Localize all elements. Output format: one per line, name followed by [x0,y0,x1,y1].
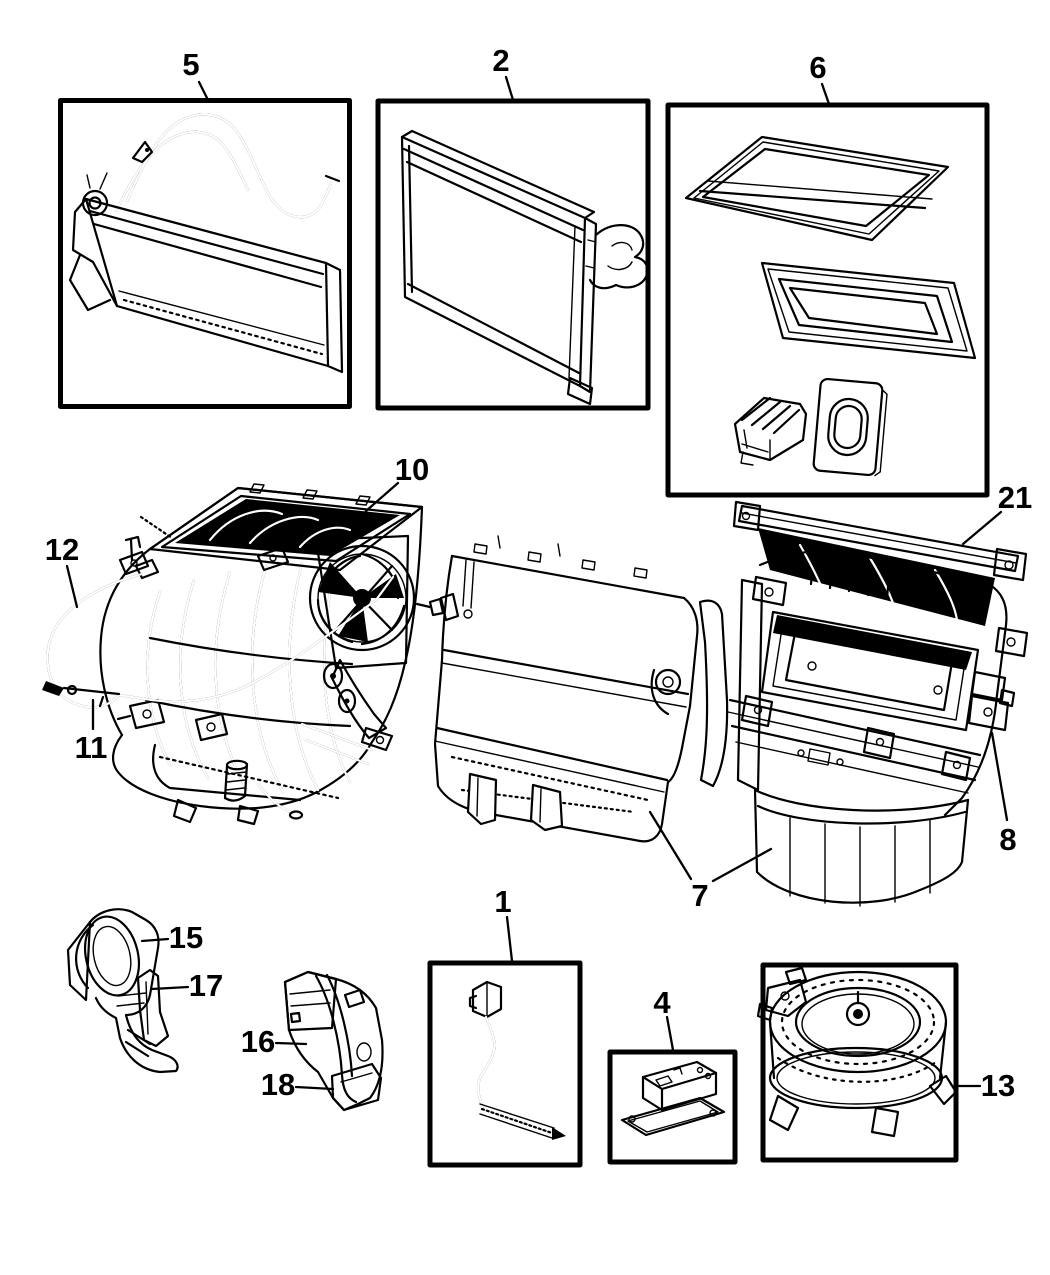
callout-leader-7 [648,810,693,881]
callout-number-6: 6 [809,50,826,85]
callout-number-12: 12 [45,532,79,567]
callout-leader-4 [665,1015,675,1052]
callout-leader-17 [150,985,190,991]
case-top-tray [139,483,424,572]
seal-kit-grommet [812,377,888,477]
callout-number-10: 10 [395,452,429,487]
duct-bracket-17 [136,968,170,1048]
case-half-center [415,535,729,843]
part-box-4 [607,1049,738,1165]
part-box-5 [58,98,352,409]
blower-wheel-fins [780,978,936,1066]
callout-leader-7 [711,847,773,883]
callout-leader-18 [294,1085,335,1091]
callout-leader-6 [820,82,831,106]
callout-leader-5 [197,80,210,102]
heater-core-slab [84,197,330,368]
callout-number-16: 16 [241,1024,275,1059]
part-6-seal-kit [665,102,990,498]
callout-number-21: 21 [998,480,1032,515]
callout-number-5: 5 [182,47,199,82]
callout-leader-12 [65,564,79,609]
fan-face [308,534,416,752]
case-ribs [144,561,354,794]
duct-dark-band [314,974,358,1104]
callout-leader-16 [274,1041,308,1046]
part-15-17-duct [66,908,179,1074]
cable-end-fitting [42,681,121,708]
callout-leader-1 [505,915,514,963]
callout-number-18: 18 [261,1067,295,1102]
callout-number-15: 15 [169,920,203,955]
callout-number-1: 1 [494,884,511,919]
part-2-evaporator-core [375,98,651,411]
callout-number-13: 13 [981,1068,1015,1103]
part-4-resistor [607,1049,738,1165]
callout-number-7: 7 [691,878,708,913]
case-lower-tray [152,743,340,820]
callout-number-17: 17 [189,968,223,1003]
callout-leader-2 [504,75,515,102]
callout-number-2: 2 [492,43,509,78]
seal-kit-connector [733,396,808,466]
callout-leader-8 [990,731,1009,822]
part-box-13 [760,962,959,1163]
callout-leader-10 [364,481,400,513]
part-box-2 [375,98,651,411]
part-16-18-duct [283,970,384,1112]
part-1-probe [427,960,583,1168]
control-cable [42,558,395,709]
hvac-assembly-right-view [415,500,1029,907]
part-box-1 [427,960,583,1168]
part-13-blower-motor [756,962,959,1163]
hvac-assembly-left-view [42,483,424,826]
callout-leader-21 [961,510,1003,546]
gasket-lower [760,261,977,360]
cowl-rail [737,504,1020,573]
callout-layer: 5 2 6 10 12 11 21 8 7 1 4 15 17 16 18 13 [45,43,1032,1103]
case-brackets [116,535,374,826]
callout-number-4: 4 [653,985,671,1020]
duct-flange-18 [330,1062,383,1112]
part-box-6 [665,102,990,498]
gasket-upper [684,135,950,242]
blower-housing-half [727,500,1029,907]
part-5-heater-core [58,98,352,409]
evaporator-slab [400,135,587,388]
callout-number-11: 11 [75,730,108,765]
callout-number-8: 8 [999,822,1016,857]
callout-leader-15 [140,937,170,943]
mount-bracket-8 [967,670,1016,732]
blower-drum [753,788,970,907]
